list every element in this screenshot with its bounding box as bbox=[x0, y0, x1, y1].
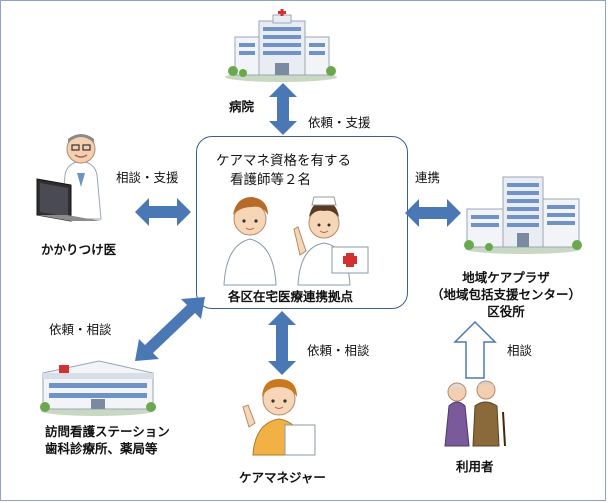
care-manager-double-arrow bbox=[268, 311, 296, 375]
hospital-building-icon bbox=[225, 9, 337, 82]
hospital-label: 病院 bbox=[229, 99, 255, 114]
nurses-illustration-icon bbox=[223, 196, 369, 286]
regional-care-building-icon bbox=[464, 176, 582, 254]
regional-care-label-line3: 区役所 bbox=[487, 304, 525, 319]
regional-care-label-line1: 地域ケアプラザ bbox=[462, 270, 550, 285]
visiting-nursing-diagonal-arrow bbox=[135, 297, 205, 361]
family-doctor-label: かかりつけ医 bbox=[41, 242, 117, 257]
user-outline-up-arrow bbox=[453, 320, 497, 379]
visiting-nursing-edge-label: 依頼・相談 bbox=[49, 322, 112, 337]
hospital-edge-label: 依頼・支援 bbox=[308, 115, 371, 130]
care-manager-label: ケアマネジャー bbox=[239, 470, 326, 485]
center-name-label: 各区在宅医療連携拠点 bbox=[228, 289, 354, 304]
visiting-nursing-building-icon bbox=[40, 360, 156, 416]
visiting-nursing-label-line1: 訪問看護ステーション bbox=[45, 424, 170, 439]
family-doctor-edge-label: 相談・支援 bbox=[116, 170, 179, 185]
care-manager-edge-label: 依頼・相談 bbox=[307, 343, 370, 358]
user-edge-label: 相談 bbox=[507, 343, 533, 358]
user-label: 利用者 bbox=[456, 459, 494, 474]
center-title-line2: 看護師等２名 bbox=[230, 172, 311, 188]
regional-care-label-line2: （地域包括支援センター） bbox=[430, 287, 581, 302]
care-manager-person-icon bbox=[242, 379, 316, 456]
family-doctor-double-arrow bbox=[135, 198, 191, 226]
regional-care-edge-label: 連携 bbox=[415, 170, 441, 185]
hospital-double-arrow bbox=[269, 83, 297, 135]
doctor-with-laptop-icon bbox=[36, 134, 102, 222]
visiting-nursing-label-line2: 歯科診療所、薬局等 bbox=[45, 441, 158, 456]
center-title-line1: ケアマネ資格を有する bbox=[216, 153, 351, 169]
regional-care-double-arrow bbox=[405, 199, 461, 227]
elderly-couple-icon bbox=[444, 380, 506, 447]
